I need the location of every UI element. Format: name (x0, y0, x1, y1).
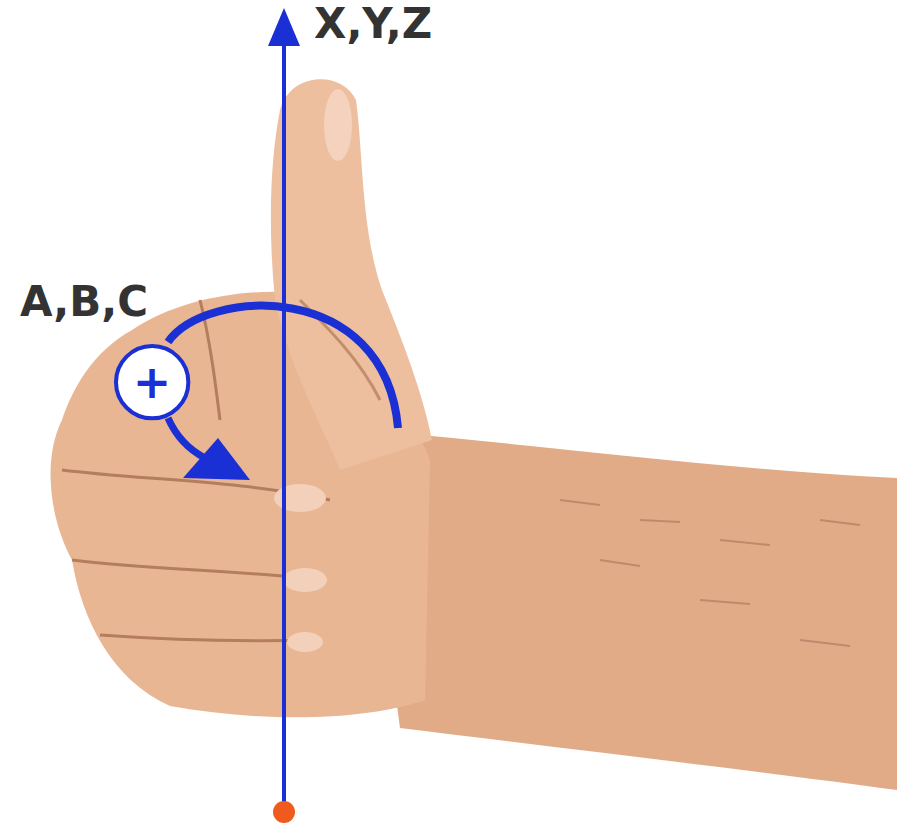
axis-label: X,Y,Z (314, 0, 432, 48)
sign-text: + (133, 355, 172, 409)
axis-line (282, 40, 286, 805)
circle-shape (116, 346, 188, 418)
rotation-label: A,B,C (20, 278, 148, 326)
rotation-arrow (168, 418, 205, 458)
rotation-arrowhead (183, 438, 250, 480)
fist (51, 292, 430, 718)
fingernail (283, 568, 327, 592)
thumbnail (324, 89, 352, 161)
forearm-hair (560, 500, 860, 646)
thumb (271, 79, 432, 470)
origin-dot (273, 801, 295, 823)
forearm (360, 430, 897, 790)
sign-circle: + (113, 343, 191, 421)
axis-arrowhead (268, 8, 300, 46)
rotation-arc (168, 306, 398, 428)
fingernail (287, 632, 323, 652)
fingernail (274, 484, 326, 512)
